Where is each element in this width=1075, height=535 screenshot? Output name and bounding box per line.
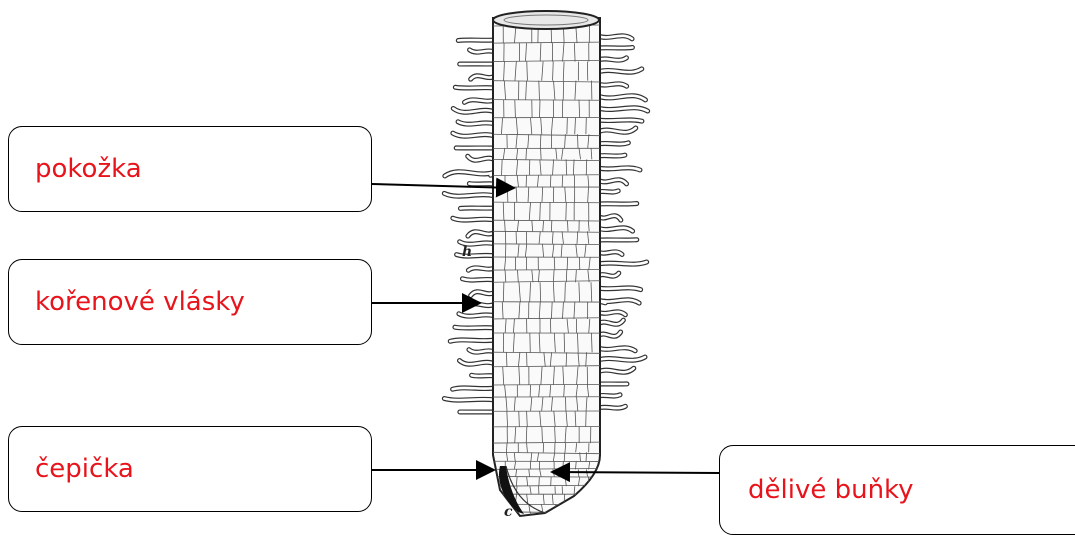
label-box-root-cap: čepička xyxy=(8,426,372,512)
root-top xyxy=(493,11,599,29)
label-root-cap: čepička xyxy=(35,454,134,484)
label-pokozka: pokožka xyxy=(35,154,142,184)
label-box-pokozka: pokožka xyxy=(8,126,372,212)
arrow-delive xyxy=(552,472,719,473)
label-box-root-hairs: kořenové vlásky xyxy=(8,259,372,345)
figure-letter-c: c xyxy=(504,504,513,520)
label-dividing-cells: dělivé buňky xyxy=(748,475,914,505)
label-box-dividing-cells: dělivé buňky xyxy=(719,445,1075,535)
root-body xyxy=(493,18,600,516)
figure-letter-h: h xyxy=(462,244,472,260)
diagram-canvas: h c pokožka kořenové vlásky čepička děli… xyxy=(0,0,1075,521)
label-root-hairs: kořenové vlásky xyxy=(35,287,245,317)
